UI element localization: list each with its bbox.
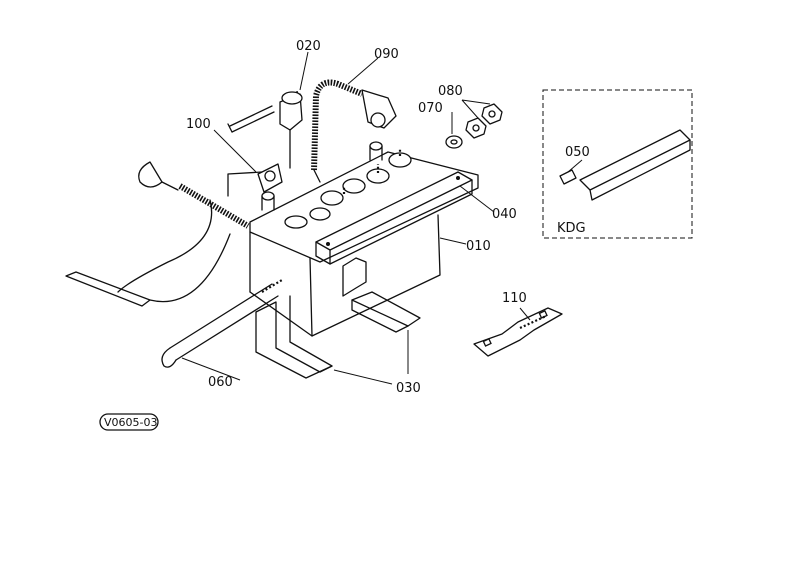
leader-lines: [181, 51, 583, 385]
label-060: 060: [208, 375, 233, 390]
label-090: 090: [374, 47, 399, 62]
label-030: 030: [396, 381, 421, 396]
figure-code-stamp: V0605-03: [99, 413, 159, 431]
j-bolt-060: [161, 279, 283, 368]
terminal-clamp-100: [257, 163, 283, 193]
label-110: 110: [502, 291, 527, 306]
figure-code: V0605-03: [104, 416, 158, 429]
connector-plate-110: [473, 307, 563, 357]
battery-010: [249, 141, 479, 337]
label-010: 010: [466, 239, 491, 254]
washer-070: [445, 135, 463, 149]
label-070: 070: [418, 101, 443, 116]
nuts-080: [465, 103, 503, 139]
terminal-clamp-020: [227, 90, 303, 169]
label-040: 040: [492, 207, 517, 222]
label-080: 080: [438, 84, 463, 99]
bracket-030: [255, 291, 421, 379]
label-kdg: KDG: [557, 221, 586, 236]
hold-down-bar-040: [315, 171, 473, 265]
label-100: 100: [186, 117, 211, 132]
label-020: 020: [296, 39, 321, 54]
label-050: 050: [565, 145, 590, 160]
negative-cable: [65, 161, 263, 307]
positive-cable-090: [311, 79, 397, 183]
kdg-inset: [542, 89, 693, 239]
